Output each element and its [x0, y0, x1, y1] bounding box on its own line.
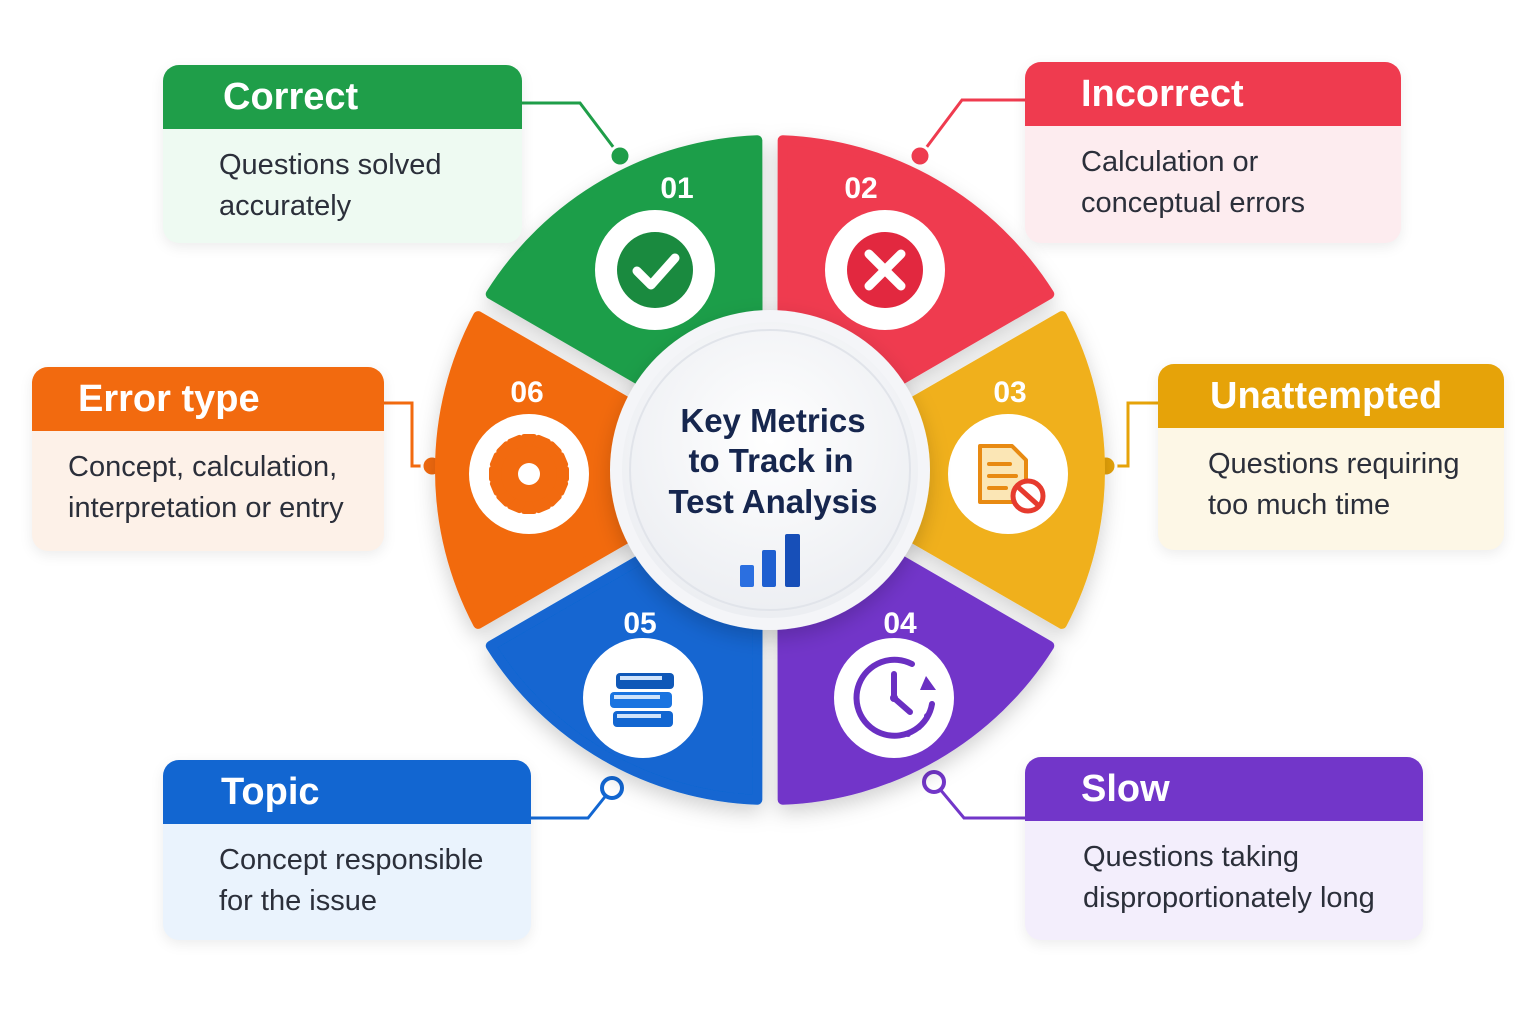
connector-topic [531, 787, 614, 820]
center-title-line-2: to Track in [688, 442, 853, 479]
center-title-line-1: Key Metrics [680, 402, 865, 439]
metric-card-unattempted: Unattempted Questions requiring too much… [1158, 364, 1504, 550]
segment-icons [469, 210, 1068, 758]
x-circle-icon [825, 210, 945, 330]
connector-correct [522, 101, 622, 157]
connector-dot-correct [608, 144, 632, 168]
gear-icon [469, 414, 589, 534]
metric-description-correct: Questions solved accurately [163, 129, 522, 227]
clock-icon [834, 638, 954, 758]
metric-card-error-type: Error type Concept, calculation, interpr… [32, 367, 384, 551]
check-circle-icon [595, 210, 715, 330]
segment-number-06: 06 [510, 376, 543, 409]
books-icon [583, 638, 703, 758]
center-title-line-3: Test Analysis [668, 483, 877, 520]
description-line: disproportionately long [1083, 882, 1375, 914]
segment-number-05: 05 [623, 607, 656, 640]
segment-number-02: 02 [844, 172, 877, 205]
metric-description-incorrect: Calculation or conceptual errors [1025, 126, 1401, 224]
metric-card-incorrect: Incorrect Calculation or conceptual erro… [1025, 62, 1401, 243]
description-line: for the issue [219, 885, 377, 917]
metric-title-correct: Correct [163, 65, 522, 129]
metric-card-correct: Correct Questions solved accurately [163, 65, 522, 243]
description-line: too much time [1208, 489, 1391, 521]
description-line: Concept, calculation, [68, 451, 338, 483]
metric-description-topic: Concept responsible for the issue [163, 824, 531, 922]
description-line: Questions solved [219, 149, 442, 181]
segment-numbers: 01 02 03 04 05 06 [510, 172, 1026, 640]
connector-error-type [384, 401, 432, 468]
connector-dot-slow [922, 770, 946, 794]
connector-dot-incorrect [908, 144, 932, 168]
segment-number-03: 03 [993, 376, 1026, 409]
metric-description-error-type: Concept, calculation, interpretation or … [32, 431, 384, 529]
metric-title-error-type: Error type [32, 367, 384, 431]
segment-number-04: 04 [883, 607, 917, 640]
bar-chart-icon [740, 534, 800, 587]
metric-title-slow: Slow [1025, 757, 1423, 821]
description-line: conceptual errors [1081, 187, 1306, 219]
document-blocked-icon [948, 414, 1068, 534]
description-line: Concept responsible [219, 844, 484, 876]
metric-description-unattempted: Questions requiring too much time [1158, 428, 1504, 526]
center-hub: Key Metrics to Track in Test Analysis [610, 310, 930, 630]
segment-number-01: 01 [660, 172, 693, 205]
metric-title-unattempted: Unattempted [1158, 364, 1504, 428]
description-line: accurately [219, 190, 352, 222]
description-line: Calculation or [1081, 146, 1259, 178]
metric-title-incorrect: Incorrect [1025, 62, 1401, 126]
connector-incorrect [918, 98, 1025, 157]
connector-dot-topic [600, 776, 624, 800]
metric-card-topic: Topic Concept responsible for the issue [163, 760, 531, 940]
description-line: Questions taking [1083, 841, 1300, 873]
connector-unattempted [1106, 401, 1158, 468]
description-line: Questions requiring [1208, 448, 1460, 480]
description-line: interpretation or entry [68, 492, 344, 524]
connector-slow [932, 781, 1025, 820]
metric-title-topic: Topic [163, 760, 531, 824]
metric-description-slow: Questions taking disproportionately long [1025, 821, 1423, 919]
metric-card-slow: Slow Questions taking disproportionately… [1025, 757, 1423, 940]
